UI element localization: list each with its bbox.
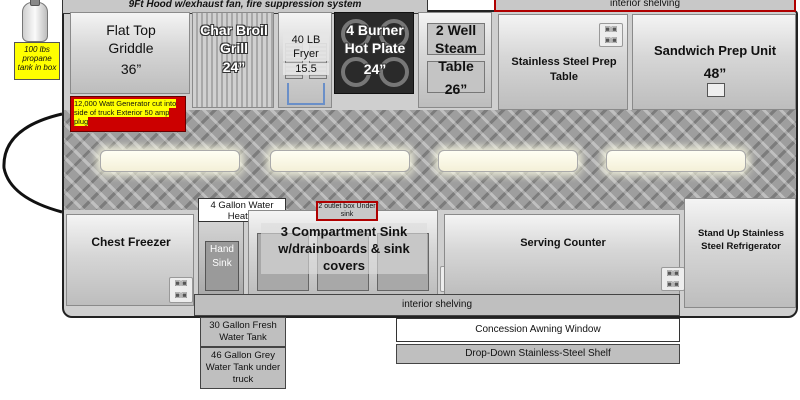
steam-table-size: 26” — [444, 81, 468, 97]
serving-counter-label: Serving Counter — [520, 237, 606, 249]
refrigerator-label: Stand Up Stainless Steel Refrigerator — [697, 228, 785, 252]
interior-shelving-bottom: interior shelving — [194, 294, 680, 316]
outlet-icon-prep: ▣▣▣▣ — [599, 23, 623, 47]
hot-plate: 4 Burner Hot Plate 24” — [334, 12, 414, 94]
steam-well-2 — [427, 61, 485, 93]
fryer-handle — [287, 83, 325, 105]
hand-sink-basin — [205, 241, 239, 291]
fryer-size: 15.5 — [283, 63, 329, 75]
serving-counter: Serving Counter ▣▣▣▣ — [444, 214, 685, 296]
propane-tank-valve-icon — [30, 0, 40, 6]
concession-awning-window: Concession Awning Window — [396, 318, 680, 342]
hot-plate-size: 24” — [363, 61, 387, 77]
chest-freezer-label: Chest Freezer — [91, 235, 171, 249]
fryer-name: 40 LB Fryer — [283, 33, 329, 61]
fresh-water-tank: 30 Gallon Fresh Water Tank — [200, 317, 286, 347]
flat-top-griddle: Flat Top Griddle 36” — [70, 12, 190, 94]
cab-door-arc — [2, 112, 63, 214]
sandwich-unit-size: 48” — [703, 65, 727, 81]
propane-label: 100 lbs propane tank in box — [14, 42, 60, 80]
sandwich-prep-unit: Sandwich Prep Unit 48” — [632, 14, 796, 110]
ceiling-light-3 — [438, 150, 578, 172]
steam-table-name: 2 Well Steam Table — [434, 22, 478, 74]
ceiling-light-4 — [606, 150, 746, 172]
generator-label: 12,000 Watt Generator cut into side of t… — [70, 96, 186, 132]
stand-up-refrigerator: Stand Up Stainless Steel Refrigerator — [684, 198, 796, 308]
griddle-name: Flat Top Griddle — [106, 22, 156, 56]
griddle-size: 36” — [120, 61, 142, 77]
steam-table: 2 Well Steam Table 26” — [418, 12, 492, 108]
ceiling-light-1 — [100, 150, 240, 172]
hand-sink-label: Hand Sink — [210, 244, 234, 269]
sandwich-unit-name: Sandwich Prep Unit — [653, 43, 777, 58]
chest-freezer: Chest Freezer ▣▣▣▣ — [66, 214, 194, 306]
hot-plate-name: 4 Burner Hot Plate — [344, 22, 406, 56]
char-broil-size: 24” — [222, 59, 246, 75]
burner-icon-3 — [341, 57, 371, 87]
comp-sink-label: 3 Compartment Sink w/drainboards & sink … — [261, 223, 427, 274]
outlet-icon-freezer: ▣▣▣▣ — [169, 277, 193, 303]
ceiling-light-2 — [270, 150, 410, 172]
three-compartment-sink: 3 Compartment Sink w/drainboards & sink … — [248, 210, 438, 296]
propane-tank-icon — [22, 2, 48, 42]
grey-water-tank: 46 Gallon Grey Water Tank under truck — [200, 347, 286, 389]
refrigerator-icon-sandwich — [707, 83, 725, 97]
char-broil-grill: Char Broil Grill 24” — [192, 12, 274, 108]
char-broil-name: Char Broil Grill — [200, 22, 268, 56]
prep-table-label: Stainless Steel Prep Table — [511, 56, 617, 83]
fryer: 40 LB Fryer 15.5 — [278, 12, 332, 108]
steam-well-1 — [427, 23, 485, 55]
hand-sink: Hand Sink — [198, 214, 244, 296]
outlet-box-label: 2 outlet box Under sink — [316, 201, 378, 221]
burner-icon-4 — [379, 57, 409, 87]
interior-shelving-top: interior shelving — [494, 0, 796, 12]
burner-icon-1 — [341, 19, 371, 49]
prep-table: Stainless Steel Prep Table ▣▣▣▣ — [498, 14, 628, 110]
generator-text: 12,000 Watt Generator cut into side of t… — [74, 99, 177, 126]
burner-icon-2 — [379, 19, 409, 49]
outlet-icon-counter: ▣▣▣▣ — [661, 267, 685, 291]
drop-down-shelf: Drop-Down Stainless-Steel Shelf — [396, 344, 680, 364]
